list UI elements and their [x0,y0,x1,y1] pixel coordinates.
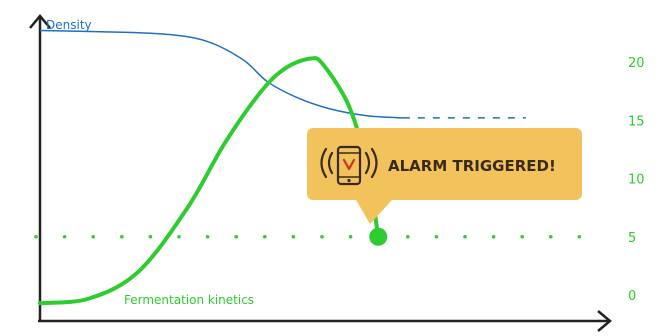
density-series-line [39,29,403,119]
threshold-dot [491,234,496,239]
threshold-dot [34,234,38,239]
threshold-dot [205,234,210,239]
threshold-dot [91,234,95,239]
right-tick-label: 5 [628,231,636,246]
threshold-line [34,234,582,239]
threshold-dot [577,234,582,239]
y-axis-arrow [29,14,51,29]
right-tick-label: 20 [628,56,645,71]
threshold-dot [520,234,524,239]
alarm-point [369,227,388,246]
threshold-dot [234,234,238,239]
threshold-dot [549,234,553,239]
threshold-dot [62,234,67,239]
threshold-dot [177,234,181,239]
phone-vibrate-icon [320,145,378,186]
threshold-dot [320,234,324,239]
right-tick-label: 15 [628,114,645,129]
threshold-dot [120,234,124,239]
threshold-dot [263,234,267,239]
right-axis-ticks: 0 5 10 15 20 [628,56,645,304]
fermentation-series-label: Fermentation kinetics [124,293,254,307]
threshold-dot [348,234,353,239]
threshold-dot [463,234,467,239]
density-series-label: Density [46,18,92,32]
x-axis-arrow [597,310,612,332]
threshold-dot [434,234,439,239]
threshold-dot [406,234,410,239]
alarm-bubble [307,128,582,224]
threshold-dot [148,234,153,239]
alarm-callout: ALARM TRIGGERED! [307,128,582,224]
alarm-text: ALARM TRIGGERED! [388,157,556,175]
threshold-dot [291,234,296,239]
axes [29,14,612,332]
right-tick-label: 0 [628,289,636,304]
right-tick-label: 10 [628,173,645,188]
